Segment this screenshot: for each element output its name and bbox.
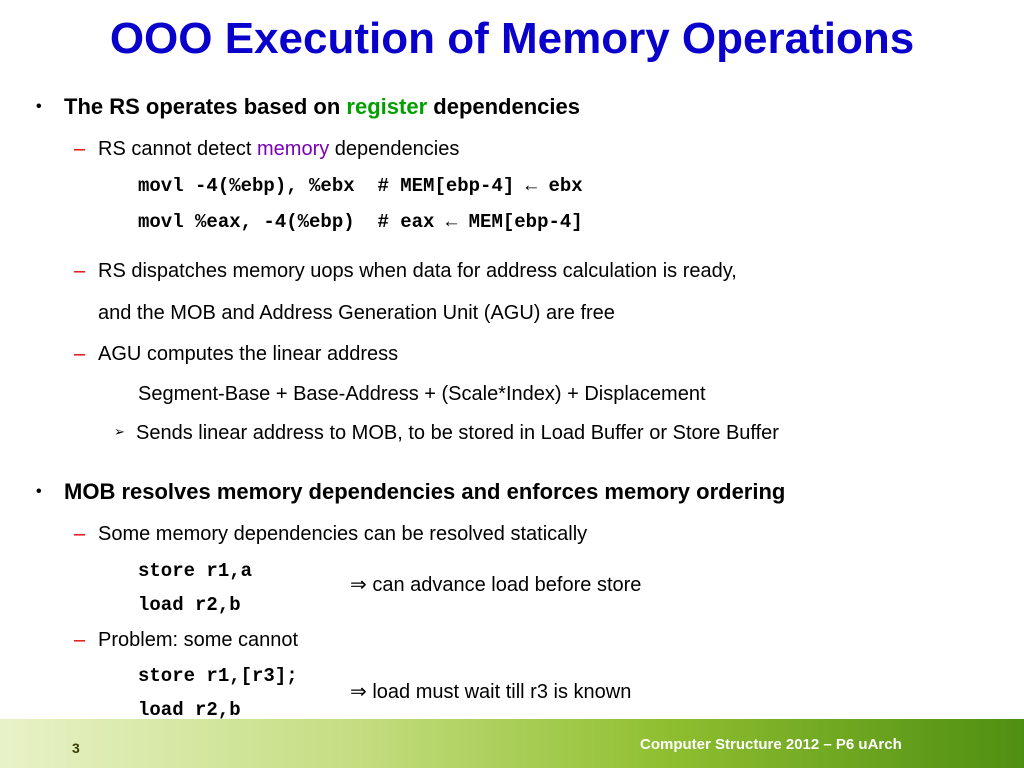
sub-agu-computes: – AGU computes the linear address [74,343,974,369]
code-store-r1-r3: store r1,[r3]; [138,665,298,687]
code-store-r1-a: store r1,a [138,560,253,582]
sub-rs-cannot-detect: – RS cannot detect memory dependencies [74,138,974,164]
footer-caption: Computer Structure 2012 – P6 uArch [640,736,902,753]
bullet-marker: • [36,98,42,115]
bullet-text: The RS operates based on register depend… [64,94,580,119]
sub-rs-dispatches: – RS dispatches memory uops when data fo… [74,260,974,286]
sub-resolved-statically: – Some memory dependencies can be resolv… [74,523,974,549]
bullet-marker: • [36,483,42,500]
sub-text: RS dispatches memory uops when data for … [98,260,737,282]
sub-text: Sends linear address to MOB, to be store… [136,422,779,444]
dash-marker: – [74,629,86,651]
arrow-bullet-icon: ➢ [114,424,125,439]
note-can-advance: ⇒ can advance load before store [350,574,642,596]
bullet-rs-register-deps: • The RS operates based on register depe… [36,94,996,122]
page-number: 3 [72,740,80,756]
highlight-register: register [346,94,428,119]
sub-text: Some memory dependencies can be resolved… [98,523,588,545]
code-load-r2-b: load r2,b [138,594,241,616]
sub-sends-linear-address: ➢ Sends linear address to MOB, to be sto… [114,422,994,448]
code-line-movl-store: movl -4(%ebp), %ebx # MEM[ebp-4] ← ebx [138,175,583,197]
sub-text: AGU computes the linear address [98,343,399,365]
sub-problem-some-cannot: – Problem: some cannot [74,629,974,655]
dash-marker: – [74,260,86,282]
sub-text: RS cannot detect memory dependencies [98,138,460,160]
dash-marker: – [74,523,86,545]
footer-bar: 3 Computer Structure 2012 – P6 uArch [0,719,1024,768]
sub-rs-dispatches-cont: and the MOB and Address Generation Unit … [98,302,615,324]
implies-icon: ⇒ [350,574,367,596]
bullet-text: MOB resolves memory dependencies and enf… [64,479,786,504]
code-line-movl-load: movl %eax, -4(%ebp) # eax ← MEM[ebp-4] [138,211,583,233]
dash-marker: – [74,138,86,160]
highlight-memory: memory [257,138,330,160]
sub-text: Problem: some cannot [98,629,299,651]
dash-marker: – [74,343,86,365]
formula-linear-address: Segment-Base + Base-Address + (Scale*Ind… [138,383,706,405]
slide-title: OOO Execution of Memory Operations [109,14,915,63]
implies-icon: ⇒ [350,681,367,703]
note-must-wait: ⇒ load must wait till r3 is known [350,681,632,703]
code-load-r2-b-2: load r2,b [138,699,241,721]
bullet-mob-resolves: • MOB resolves memory dependencies and e… [36,479,1006,507]
